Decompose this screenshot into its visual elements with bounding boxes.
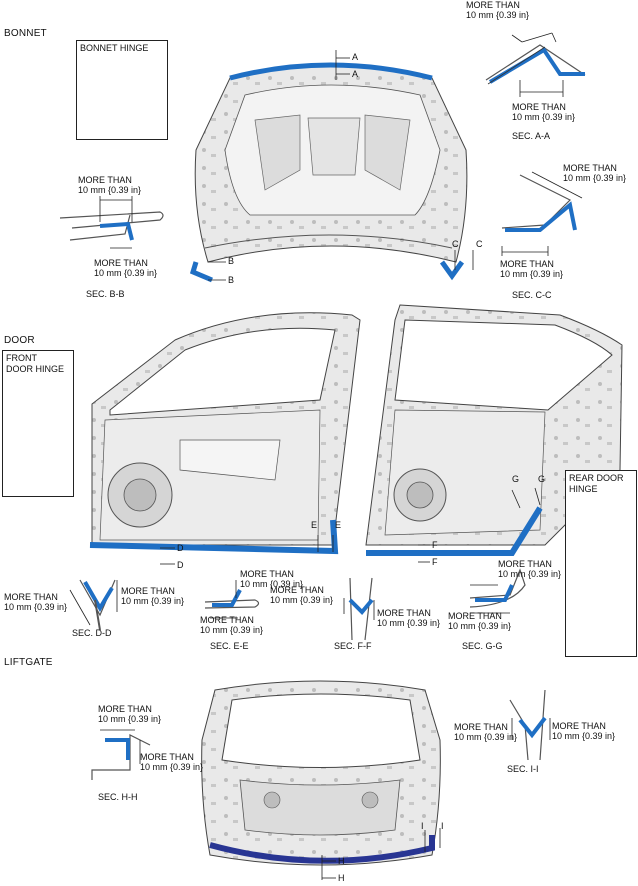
bonnet-sealer-right — [439, 260, 465, 281]
marker-g-right: G — [538, 474, 546, 484]
section-ii-art — [509, 689, 551, 761]
section-bb-art — [59, 196, 164, 249]
bonnet-sealer-left — [189, 261, 213, 283]
heading-door: DOOR — [4, 335, 35, 346]
section-ee-art — [204, 580, 260, 619]
section-cc-caption: SEC. C-C — [512, 290, 552, 300]
marker-c-left: C — [452, 239, 459, 249]
bonnet-panel — [194, 64, 468, 263]
section-ii-caption: SEC. I-I — [507, 764, 539, 774]
front-door-sealer — [89, 519, 339, 555]
front-door-hinge-title: FRONT DOOR HINGE — [6, 353, 65, 374]
rear-door-hinge-title: REAR DOOR HINGE — [569, 473, 624, 494]
bonnet-sealer-front — [229, 62, 433, 81]
rear-door-sealer — [366, 506, 543, 556]
marker-g-left: G — [512, 474, 520, 484]
marker-a-bottom: A — [352, 69, 359, 79]
rear-door-panel — [365, 304, 623, 546]
section-aa-art — [485, 32, 586, 97]
marker-h-top: H — [338, 856, 345, 866]
section-hh-art — [91, 729, 151, 780]
marker-h-bottom: H — [338, 873, 345, 883]
section-bb-caption: SEC. B-B — [86, 289, 125, 299]
front-door-panel — [91, 312, 361, 546]
section-gg-art — [469, 568, 526, 614]
marker-d-top: D — [177, 543, 184, 553]
heading-liftgate: LIFTGATE — [4, 657, 53, 668]
marker-c-right: C — [476, 239, 483, 249]
section-ee-caption: SEC. E-E — [210, 641, 249, 651]
marker-b-top: B — [228, 256, 235, 266]
liftgate-panel — [201, 680, 441, 866]
marker-e-left: E — [311, 520, 318, 530]
section-ff-art — [343, 577, 375, 641]
marker-f-bottom: F — [432, 557, 438, 567]
section-gg-caption: SEC. G-G — [462, 641, 503, 651]
marker-b-bottom: B — [228, 275, 235, 285]
section-ff-caption: SEC. F-F — [334, 641, 372, 651]
front-door-hinge-box: FRONT DOOR HINGE — [2, 350, 74, 497]
heading-bonnet: BONNET — [4, 28, 47, 39]
bonnet-hinge-title: BONNET HINGE — [80, 43, 149, 53]
marker-i-left: I — [421, 821, 424, 831]
section-aa-caption: SEC. A-A — [512, 131, 551, 141]
marker-f-top: F — [432, 540, 438, 550]
marker-e-right: E — [335, 520, 342, 530]
section-dd-caption: SEC. D-D — [72, 628, 112, 638]
marker-a-top: A — [352, 52, 359, 62]
marker-i-right: I — [441, 821, 444, 831]
section-cc-art — [501, 171, 583, 256]
rear-door-hinge-box: REAR DOOR HINGE — [565, 470, 637, 657]
section-hh-caption: SEC. H-H — [98, 792, 138, 802]
marker-d-bottom: D — [177, 560, 184, 570]
bonnet-hinge-box: BONNET HINGE — [76, 40, 168, 140]
section-dd-art — [69, 579, 118, 631]
